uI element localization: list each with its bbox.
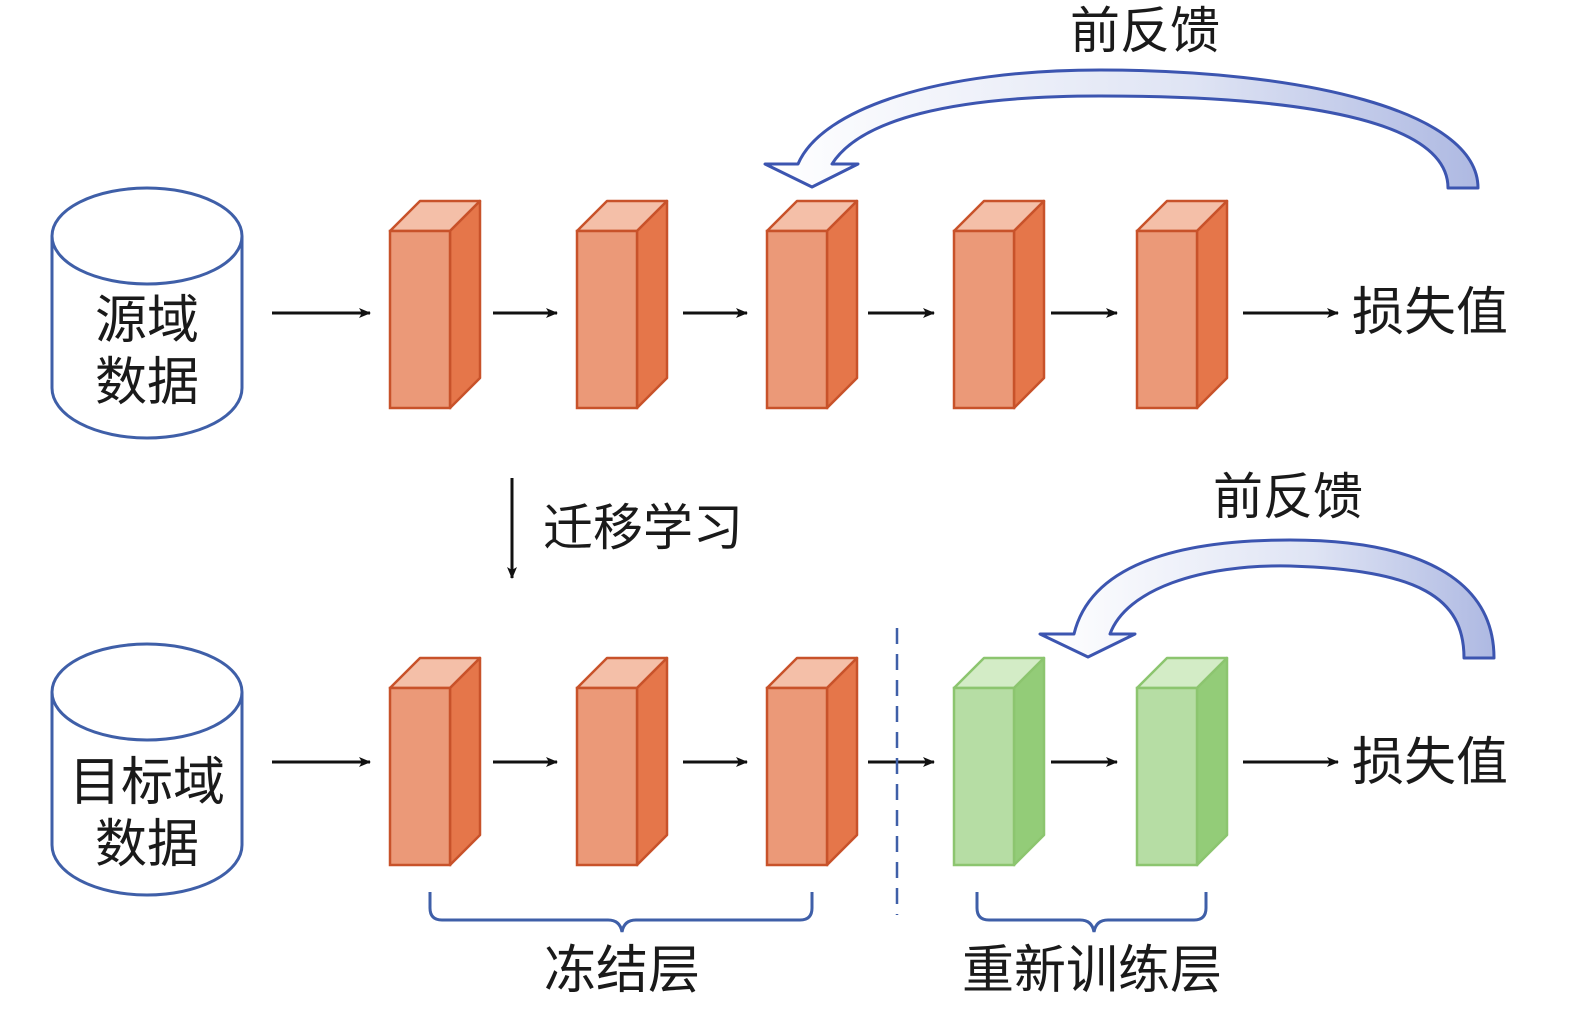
source-layer-2 — [575, 199, 669, 410]
source-db-label-line2: 数据 — [95, 353, 199, 413]
frozen-layer-2 — [575, 656, 669, 867]
source-layer-4 — [952, 199, 1046, 410]
target-domain-database: 目标域 数据 — [50, 642, 244, 897]
retrain-layers-brace — [975, 892, 1208, 933]
frozen-layers-brace — [428, 892, 814, 933]
target-db-label-line2: 数据 — [95, 815, 199, 875]
source-db-label-line1: 源域 — [95, 291, 199, 351]
retrain-layers-label: 重新训练层 — [962, 941, 1222, 1001]
target-feedback-label: 前反馈 — [1213, 468, 1363, 526]
source-feedback-label: 前反馈 — [1070, 2, 1220, 60]
frozen-layers-label: 冻结层 — [544, 941, 700, 1001]
source-layer-5 — [1135, 199, 1229, 410]
frozen-layer-1 — [388, 656, 482, 867]
source-loss-label: 损失值 — [1352, 283, 1508, 343]
source-network-layers — [388, 199, 1229, 410]
retrain-layer-5 — [1135, 656, 1229, 867]
source-domain-database: 源域 数据 — [50, 186, 244, 440]
source-layer-1 — [388, 199, 482, 410]
source-layer-3 — [765, 199, 859, 410]
target-feedback-arrow — [1038, 538, 1496, 660]
frozen-layer-3 — [765, 656, 859, 867]
target-loss-label: 损失值 — [1352, 733, 1508, 793]
retrain-layer-4 — [952, 656, 1046, 867]
target-network-layers — [388, 656, 1229, 867]
target-db-label-line1: 目标域 — [69, 753, 225, 813]
transfer-learning-label: 迁移学习 — [543, 499, 743, 557]
source-feedback-arrow — [763, 68, 1480, 190]
